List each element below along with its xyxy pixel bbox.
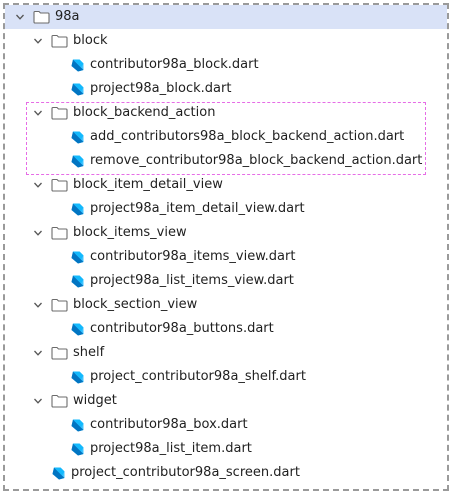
tree-row-label: widget	[73, 393, 117, 408]
tree-row-folder[interactable]: widget	[5, 389, 447, 413]
project-tree: 98a block contributor98a_block.dart proj…	[5, 5, 447, 485]
tree-row-label: block_items_view	[73, 225, 187, 240]
folder-icon	[51, 226, 68, 240]
tree-row-label: block_item_detail_view	[73, 177, 223, 192]
tree-row-label: contributor98a_box.dart	[90, 417, 248, 432]
chevron-down-icon[interactable]	[33, 108, 43, 118]
tree-row-folder[interactable]: block_backend_action	[5, 101, 447, 125]
tree-row-file[interactable]: project98a_block.dart	[5, 77, 447, 101]
dart-file-icon	[70, 418, 85, 433]
tree-row-file[interactable]: project98a_list_items_view.dart	[5, 269, 447, 293]
tree-row-file[interactable]: contributor98a_box.dart	[5, 413, 447, 437]
tree-frame	[3, 3, 449, 491]
dart-file-icon	[70, 202, 85, 217]
chevron-down-icon[interactable]	[33, 300, 43, 310]
tree-row-label: block_backend_action	[73, 105, 216, 120]
tree-row-label: block_section_view	[73, 297, 198, 312]
chevron-down-icon[interactable]	[33, 36, 43, 46]
tree-row-file[interactable]: project_contributor98a_screen.dart	[5, 461, 447, 485]
tree-row-label: contributor98a_buttons.dart	[90, 321, 274, 336]
tree-row-label: project_contributor98a_shelf.dart	[90, 369, 306, 384]
dart-file-icon	[70, 250, 85, 265]
tree-row-label: add_contributors98a_block_backend_action…	[90, 129, 405, 144]
tree-row-label: project98a_list_item.dart	[90, 441, 252, 456]
tree-row-label: contributor98a_block.dart	[90, 57, 259, 72]
tree-row-folder[interactable]: shelf	[5, 341, 447, 365]
chevron-down-icon[interactable]	[33, 348, 43, 358]
folder-icon	[51, 394, 68, 408]
tree-row-label: contributor98a_items_view.dart	[90, 249, 296, 264]
tree-row-label: project98a_block.dart	[90, 81, 232, 96]
chevron-down-icon[interactable]	[33, 228, 43, 238]
folder-icon	[51, 346, 68, 360]
tree-row-folder[interactable]: block_section_view	[5, 293, 447, 317]
tree-row-file[interactable]: add_contributors98a_block_backend_action…	[5, 125, 447, 149]
dart-file-icon	[70, 274, 85, 289]
dart-file-icon	[51, 466, 66, 481]
dart-file-icon	[70, 82, 85, 97]
dart-file-icon	[70, 370, 85, 385]
folder-icon	[51, 178, 68, 192]
tree-row-root[interactable]: 98a	[5, 5, 447, 29]
dart-file-icon	[70, 58, 85, 73]
tree-row-file[interactable]: project98a_item_detail_view.dart	[5, 197, 447, 221]
chevron-down-icon[interactable]	[33, 180, 43, 190]
dart-file-icon	[70, 130, 85, 145]
tree-row-label: project_contributor98a_screen.dart	[71, 465, 300, 480]
tree-row-folder[interactable]: block	[5, 29, 447, 53]
folder-icon	[33, 10, 50, 24]
tree-row-file[interactable]: contributor98a_buttons.dart	[5, 317, 447, 341]
tree-row-file[interactable]: project_contributor98a_shelf.dart	[5, 365, 447, 389]
chevron-down-icon[interactable]	[33, 396, 43, 406]
tree-row-label: block	[73, 33, 108, 48]
folder-icon	[51, 298, 68, 312]
tree-row-folder[interactable]: block_items_view	[5, 221, 447, 245]
tree-row-label: shelf	[73, 345, 105, 360]
tree-row-label: 98a	[55, 9, 80, 24]
tree-row-file[interactable]: contributor98a_items_view.dart	[5, 245, 447, 269]
tree-row-label: project98a_item_detail_view.dart	[90, 201, 305, 216]
dart-file-icon	[70, 322, 85, 337]
folder-icon	[51, 106, 68, 120]
dart-file-icon	[70, 154, 85, 169]
folder-icon	[51, 34, 68, 48]
tree-row-folder[interactable]: block_item_detail_view	[5, 173, 447, 197]
tree-row-label: project98a_list_items_view.dart	[90, 273, 294, 288]
dart-file-icon	[70, 442, 85, 457]
tree-row-file[interactable]: project98a_list_item.dart	[5, 437, 447, 461]
chevron-down-icon[interactable]	[15, 12, 25, 22]
tree-row-label: remove_contributor98a_block_backend_acti…	[90, 153, 423, 168]
tree-row-file[interactable]: contributor98a_block.dart	[5, 53, 447, 77]
tree-row-file[interactable]: remove_contributor98a_block_backend_acti…	[5, 149, 447, 173]
